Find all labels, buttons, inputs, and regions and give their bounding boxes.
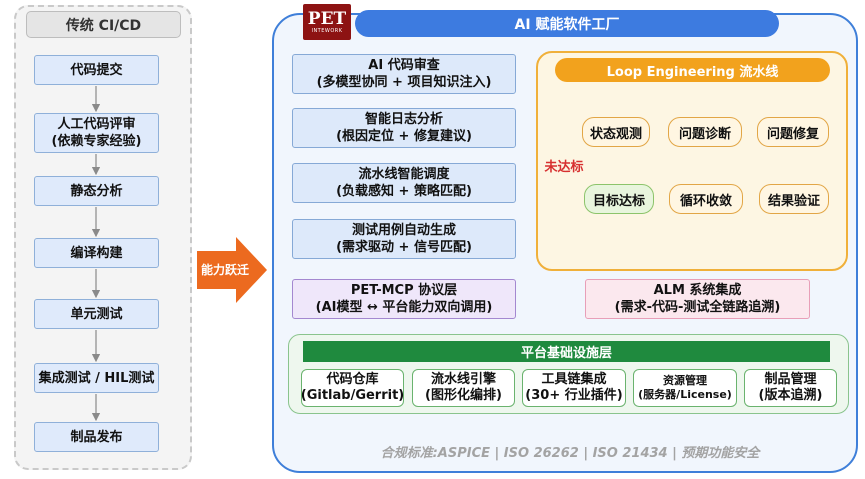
cap-label: 流水线智能调度 xyxy=(358,167,450,182)
alm-label: ALM 系统集成 xyxy=(653,283,742,298)
step-label: 静态分析 xyxy=(70,183,123,199)
step-label: 代码提交 xyxy=(70,62,123,78)
leap-arrow xyxy=(197,237,267,303)
main-title: AI 赋能软件工厂 xyxy=(355,10,779,37)
step-manual-review: 人工代码评审 (依赖专家经验) xyxy=(34,113,159,153)
step-code-commit: 代码提交 xyxy=(34,55,159,85)
node-target: 目标达标 xyxy=(584,184,654,214)
leap-label: 能力跃迁 xyxy=(201,263,250,277)
node-verify: 结果验证 xyxy=(759,184,829,214)
step-unit-test: 单元测试 xyxy=(34,299,159,329)
logo-subtext: INTEWORK xyxy=(311,27,343,34)
mcp-sublabel: (AI模型 ↔ 平台能力双向调用) xyxy=(315,300,493,315)
node-converge: 循环收敛 xyxy=(669,184,743,214)
cap-label: 智能日志分析 xyxy=(364,112,443,127)
mcp-label: PET-MCP 协议层 xyxy=(350,283,458,298)
infra-label: 工具链集成 xyxy=(541,372,607,387)
step-label: 制品发布 xyxy=(70,429,123,445)
cap-label: 测试用例自动生成 xyxy=(351,223,456,238)
logo-text: PET xyxy=(307,8,347,29)
infra-label: 流水线引擎 xyxy=(430,372,496,387)
loop-title: Loop Engineering 流水线 xyxy=(555,58,830,82)
cap-sublabel: (负载感知 + 策略匹配) xyxy=(336,184,472,199)
infra-sublabel: (服务器/License) xyxy=(638,388,732,401)
node-observe: 状态观测 xyxy=(582,117,650,147)
infra-sublabel: (图形化编排) xyxy=(425,388,502,403)
cap-sublabel: (多模型协同 + 项目知识注入) xyxy=(316,75,492,90)
compliance-standards: 合规标准:ASPICE | ISO 26262 | ISO 21434 | 预期… xyxy=(380,446,760,461)
cap-sublabel: (根因定位 + 修复建议) xyxy=(336,129,472,144)
step-static-analysis: 静态分析 xyxy=(34,176,159,206)
pet-logo: PET INTEWORK xyxy=(303,4,351,40)
infra-resource-management: 资源管理 (服务器/License) xyxy=(633,369,737,407)
step-integration-test: 集成测试 / HIL测试 xyxy=(34,363,159,393)
infra-sublabel: (Gitlab/Gerrit) xyxy=(300,388,405,403)
step-build: 编译构建 xyxy=(34,238,159,268)
cap-label: AI 代码审查 xyxy=(368,58,440,73)
pet-mcp-protocol-layer: PET-MCP 协议层 (AI模型 ↔ 平台能力双向调用) xyxy=(292,279,516,319)
infra-label: 代码仓库 xyxy=(326,372,379,387)
loop-engineering-panel xyxy=(536,51,848,271)
traditional-cicd-title: 传统 CI/CD xyxy=(26,11,181,38)
alm-sublabel: (需求-代码-测试全链路追溯) xyxy=(614,300,781,315)
cap-sublabel: (需求驱动 + 信号匹配) xyxy=(336,240,472,255)
node-diagnose: 问题诊断 xyxy=(668,117,742,147)
step-sublabel: (依赖专家经验) xyxy=(51,134,142,149)
alm-integration: ALM 系统集成 (需求-代码-测试全链路追溯) xyxy=(585,279,810,319)
step-label: 人工代码评审 xyxy=(57,117,136,132)
cap-log-analysis: 智能日志分析 (根因定位 + 修复建议) xyxy=(292,108,516,148)
step-release: 制品发布 xyxy=(34,422,159,452)
infra-toolchain: 工具链集成 (30+ 行业插件) xyxy=(522,369,626,407)
infra-artifact-management: 制品管理 (版本追溯) xyxy=(744,369,837,407)
infra-code-repo: 代码仓库 (Gitlab/Gerrit) xyxy=(301,369,404,407)
infra-sublabel: (30+ 行业插件) xyxy=(525,388,623,403)
cap-pipeline-scheduling: 流水线智能调度 (负载感知 + 策略匹配) xyxy=(292,163,516,203)
platform-title: 平台基础设施层 xyxy=(303,341,830,362)
step-label: 集成测试 / HIL测试 xyxy=(38,370,155,386)
infra-sublabel: (版本追溯) xyxy=(758,388,823,403)
step-label: 单元测试 xyxy=(70,306,123,322)
cap-test-generation: 测试用例自动生成 (需求驱动 + 信号匹配) xyxy=(292,219,516,259)
infra-label: 制品管理 xyxy=(764,372,817,387)
step-label: 编译构建 xyxy=(70,245,123,261)
infra-pipeline-engine: 流水线引擎 (图形化编排) xyxy=(412,369,515,407)
infra-label: 资源管理 xyxy=(663,374,707,387)
fail-label: 未达标 xyxy=(544,160,584,175)
node-fix: 问题修复 xyxy=(757,117,829,147)
cap-ai-code-review: AI 代码审查 (多模型协同 + 项目知识注入) xyxy=(292,54,516,94)
